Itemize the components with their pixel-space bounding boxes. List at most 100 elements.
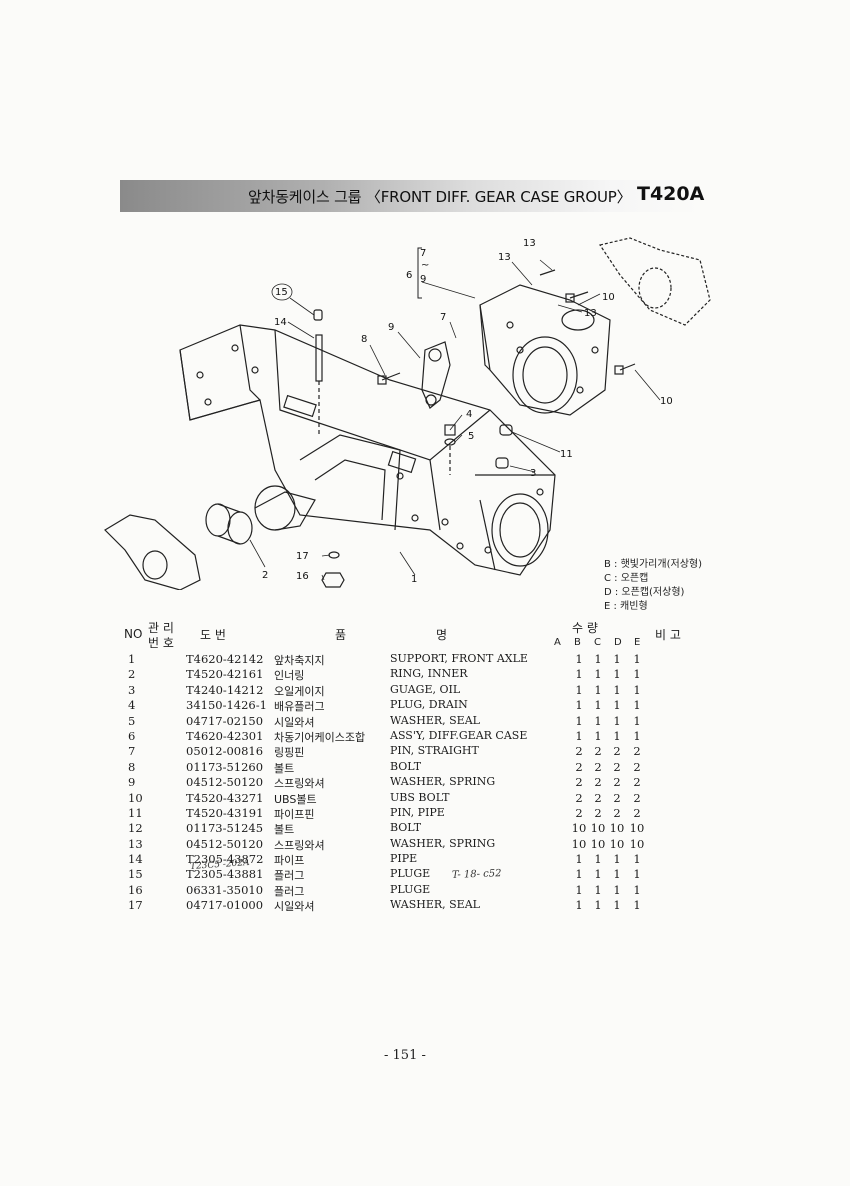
qty-b: 2 xyxy=(575,744,583,759)
qty-c: 1 xyxy=(594,698,602,713)
handwritten-note: T- 18- c52 xyxy=(451,868,502,881)
row-no: 7 xyxy=(128,744,136,759)
qty-b: 1 xyxy=(575,898,583,913)
qty-b: 1 xyxy=(575,682,583,697)
qty-c: 1 xyxy=(594,882,602,897)
bracket-label-9: 9 xyxy=(420,274,426,285)
part-name-kr: 파이프핀 xyxy=(274,807,315,821)
part-name-en: PLUGE xyxy=(390,882,431,896)
qty-d: 1 xyxy=(613,667,621,682)
header-qty-b: B xyxy=(574,637,581,648)
qty-d: 1 xyxy=(613,882,621,897)
qty-e: 2 xyxy=(633,790,641,805)
part-number: 01173-51260 xyxy=(186,759,264,774)
part-name-kr: 시일와셔 xyxy=(274,715,315,729)
part-name-en: PIN, STRAIGHT xyxy=(390,744,479,758)
left-axle-support-drawing xyxy=(104,514,201,590)
qty-d: 10 xyxy=(609,836,625,851)
part-name-kr: 링핑핀 xyxy=(274,746,305,760)
callout-1: 1 xyxy=(411,574,417,585)
qty-b: 1 xyxy=(575,667,583,682)
row-no: 8 xyxy=(128,759,136,774)
part-name-kr: 볼트 xyxy=(274,761,295,775)
page-number: - 151 - xyxy=(384,1048,426,1063)
callout-10-top: 10 xyxy=(602,292,615,303)
part-name-en: WASHER, SEAL xyxy=(390,898,480,912)
qty-c: 2 xyxy=(594,790,602,805)
bracket-label-7: 7 xyxy=(420,248,426,259)
qty-e: 1 xyxy=(633,728,641,743)
part-name-kr: 스프링와셔 xyxy=(274,838,325,852)
qty-e: 1 xyxy=(633,667,641,682)
row-no: 3 xyxy=(128,682,136,697)
row-no: 9 xyxy=(128,775,136,790)
model-code: T420A xyxy=(637,183,705,205)
callout-17: 17 xyxy=(296,551,309,562)
qty-c: 1 xyxy=(594,728,602,743)
header-qty-e: E xyxy=(634,637,641,648)
part-number: 04512-50120 xyxy=(186,836,264,851)
qty-e: 2 xyxy=(633,805,641,820)
part-name-en: WASHER, SEAL xyxy=(390,713,480,727)
row-no: 14 xyxy=(128,852,143,867)
qty-e: 2 xyxy=(633,759,641,774)
qty-c: 1 xyxy=(594,667,602,682)
qty-d: 2 xyxy=(613,775,621,790)
header-mgmt-top: 관 리 xyxy=(148,621,174,635)
title-banner xyxy=(120,180,700,212)
part-number: 06331-35010 xyxy=(186,882,264,897)
inner-ring-drawing xyxy=(205,503,253,545)
callout-5: 5 xyxy=(468,431,474,442)
callout-2: 2 xyxy=(262,570,268,581)
callout-13-right: 13 xyxy=(584,308,597,319)
qty-c: 2 xyxy=(594,759,602,774)
part-number: T2305-43881 xyxy=(186,867,264,882)
qty-e: 1 xyxy=(633,713,641,728)
qty-e: 1 xyxy=(633,898,641,913)
row-no: 13 xyxy=(128,836,143,851)
callout-13-top: 13 xyxy=(498,252,511,263)
row-no: 17 xyxy=(128,898,143,913)
part-number: 04512-50120 xyxy=(186,775,264,790)
header-name-right: 명 xyxy=(436,628,448,642)
header-qty-c: C xyxy=(594,637,601,648)
qty-c: 1 xyxy=(594,852,602,867)
part-name-en: WASHER, SPRING xyxy=(390,775,496,789)
qty-d: 1 xyxy=(613,713,621,728)
qty-b: 10 xyxy=(571,836,587,851)
qty-b: 1 xyxy=(575,852,583,867)
header-qty: 수 량 xyxy=(572,621,598,635)
qty-c: 10 xyxy=(590,821,606,836)
qty-b: 1 xyxy=(575,728,583,743)
page-title: 앞차동케이스 그룹 〈FRONT DIFF. GEAR CASE GROUP〉 xyxy=(248,188,632,206)
qty-d: 1 xyxy=(613,682,621,697)
qty-b: 2 xyxy=(575,775,583,790)
callout-4: 4 xyxy=(466,409,472,420)
row-no: 6 xyxy=(128,728,136,743)
part-name-kr: 앞차축지지 xyxy=(274,654,325,667)
legend-item-c: C : 오픈캡 xyxy=(604,573,649,584)
legend-item-e: E : 캐빈형 xyxy=(604,601,648,612)
part-name-kr: 스프링와셔 xyxy=(274,777,325,791)
qty-e: 2 xyxy=(633,775,641,790)
part-name-en: GUAGE, OIL xyxy=(390,682,461,696)
qty-d: 1 xyxy=(613,852,621,867)
header-name-left: 품 xyxy=(335,628,347,642)
callout-9: 9 xyxy=(388,322,394,333)
part-number: T4520-42161 xyxy=(186,667,264,682)
qty-d: 2 xyxy=(613,744,621,759)
qty-d: 1 xyxy=(613,898,621,913)
row-no: 16 xyxy=(128,882,143,897)
qty-e: 1 xyxy=(633,852,641,867)
small-parts-drawing xyxy=(321,424,513,588)
row-no: 11 xyxy=(128,805,143,820)
part-number: 34150-1426-1 xyxy=(186,698,267,713)
part-number: T4620-42142 xyxy=(186,652,264,666)
front-axle-support-ghost-drawing xyxy=(599,237,711,326)
